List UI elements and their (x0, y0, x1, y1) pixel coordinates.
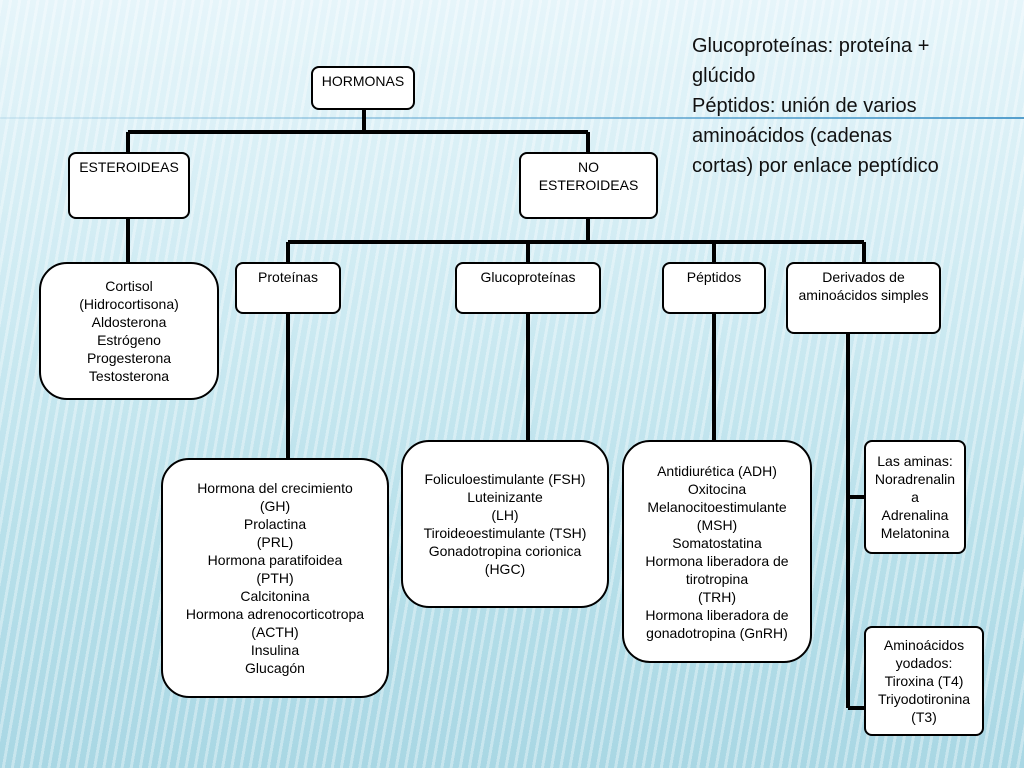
derivados-box: Derivados de aminoácidos simples (786, 262, 941, 334)
hormone-item: Tiroideoestimulante (TSH) (423, 525, 587, 541)
hormone-item: Prolactina (243, 516, 307, 532)
no-esteroideas-label: NO (578, 159, 599, 175)
note-line: Péptidos: unión de varios (692, 95, 917, 117)
glucoproteinas-list-box: Foliculoestimulante (FSH) Luteinizante (… (401, 440, 609, 608)
no-esteroideas-label: ESTEROIDEAS (538, 177, 639, 193)
hormone-item: Cortisol (105, 278, 153, 294)
esteroideas-box: ESTEROIDEAS (68, 152, 190, 219)
hormone-item: Testosterona (88, 368, 170, 384)
hormone-item: (Hidrocortisona) (79, 296, 179, 312)
hormone-item: Insulina (250, 642, 300, 658)
aminas-box: Las aminas: Noradrenalin a Adrenalina Me… (864, 440, 966, 554)
hormone-item: Melatonina (880, 525, 950, 541)
hormone-item: Hormona paratifoidea (207, 552, 343, 568)
hormone-item: Gonadotropina corionica (428, 543, 582, 559)
derivados-label: Derivados de (822, 269, 905, 285)
hormone-item: Melanocitoestimulante (647, 498, 787, 515)
peptidos-box: Péptidos (662, 262, 766, 314)
hormonas-box: HORMONAS (311, 66, 415, 110)
peptidos-list-box: Antidiurética (ADH) Oxitocina Melanocito… (622, 440, 812, 663)
hormone-item: Hormona del crecimiento (197, 480, 353, 496)
hormone-item: Somatostatina (672, 534, 762, 551)
hormone-item: (PRL) (256, 534, 294, 550)
hormone-item: Hormona adrenocorticotropa (185, 606, 365, 622)
note-line: Glucoproteínas: proteína + (692, 35, 930, 57)
hormone-item: (ACTH) (251, 624, 299, 640)
hormone-item: (T3) (911, 709, 937, 725)
glucoproteinas-box: Glucoproteínas (455, 262, 601, 314)
proteinas-box: Proteínas (235, 262, 341, 314)
hormone-item: Foliculoestimulante (FSH) (424, 471, 586, 487)
hormone-item: (GH) (259, 498, 291, 514)
decorative-line (0, 117, 1024, 119)
esteroideas-list-box: Cortisol (Hidrocortisona) Aldosterona Es… (39, 262, 219, 400)
hormone-item: Glucagón (245, 660, 305, 676)
hormone-item: Adrenalina (881, 507, 949, 523)
definition-note: Glucoproteínas: proteína + glúcido Pépti… (692, 31, 1022, 181)
hormone-item: Aldosterona (91, 314, 167, 330)
hormonas-label: HORMONAS (321, 73, 405, 89)
note-line: glúcido (692, 65, 756, 87)
derivados-label: aminoácidos simples (798, 287, 929, 303)
hormone-item: Aminoácidos (883, 637, 965, 653)
hormone-item: Noradrenalin (874, 471, 956, 487)
hormone-item: Progesterona (86, 350, 172, 366)
hormone-item: (MSH) (696, 516, 738, 533)
hormone-item: Estrógeno (97, 332, 161, 348)
hormone-item: Calcitonina (240, 588, 310, 604)
hormone-item: a (911, 489, 919, 505)
note-line: aminoácidos (cadenas (692, 125, 893, 147)
proteinas-label: Proteínas (258, 269, 318, 285)
hormone-item: tirotropina (685, 570, 749, 587)
esteroideas-label: ESTEROIDEAS (79, 159, 179, 175)
hormone-item: (LH) (491, 507, 519, 523)
no-esteroideas-box: NO ESTEROIDEAS (519, 152, 658, 219)
hormone-item: Las aminas: (877, 453, 953, 469)
hormone-item: (PTH) (256, 570, 294, 586)
hormone-item: Tiroxina (T4) (884, 673, 964, 689)
hormone-item: (TRH) (697, 588, 737, 605)
hormone-item: Oxitocina (687, 480, 747, 497)
hormone-item: Hormona liberadora de (645, 606, 789, 623)
glucoproteinas-label: Glucoproteínas (480, 269, 576, 285)
hormone-item: yodados: (895, 655, 953, 671)
proteinas-list-box: Hormona del crecimiento (GH) Prolactina … (161, 458, 389, 698)
hormone-item: Antidiurética (ADH) (657, 462, 777, 479)
peptidos-label: Péptidos (686, 269, 742, 285)
hormone-item: Triyodotironina (877, 691, 971, 707)
yodados-box: Aminoácidos yodados: Tiroxina (T4) Triyo… (864, 626, 984, 736)
hormone-item: Luteinizante (467, 489, 543, 505)
hormone-item: (HGC) (484, 561, 526, 577)
hormone-item: Hormona liberadora de (645, 552, 789, 569)
note-line: cortas) por enlace peptídico (692, 155, 939, 177)
hormone-item: gonadotropina (GnRH) (646, 624, 788, 641)
